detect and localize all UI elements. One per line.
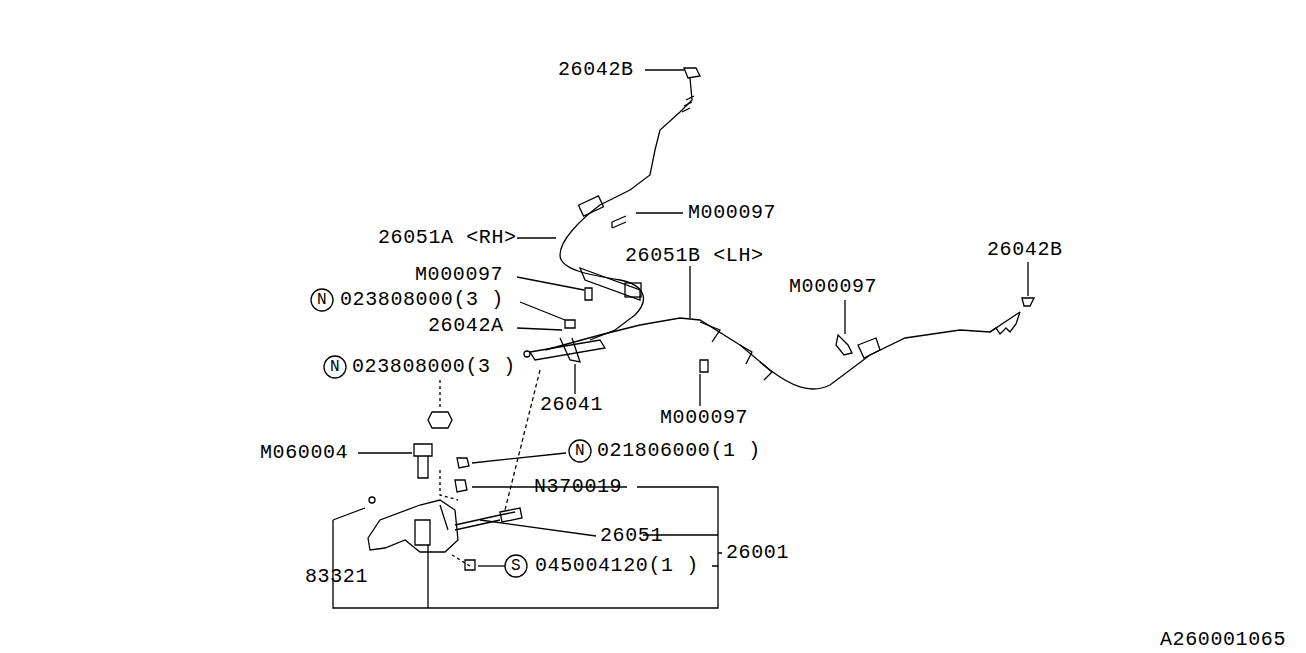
callout-number: M000097 <box>660 408 748 428</box>
circled-letter: N <box>575 443 585 459</box>
circled-letter: S <box>511 558 521 574</box>
callout-number: M000097 <box>789 277 877 297</box>
callout-number: 021806000(1 ) <box>597 441 761 461</box>
callout-number: 26042B <box>987 240 1063 260</box>
callout-number: N370019 <box>534 477 622 497</box>
callout-number: 26001 <box>726 543 789 563</box>
callout-number: 26051A <RH> <box>378 228 517 248</box>
callout-number: 26051B <LH> <box>625 246 764 266</box>
circled-letter: N <box>317 292 327 308</box>
callout-number: 26041 <box>540 395 603 415</box>
callout-number: 26042A <box>428 316 504 336</box>
callout-number: 045004120(1 ) <box>535 556 699 576</box>
callout-number: M000097 <box>688 203 776 223</box>
callout-number: 26042B <box>558 60 634 80</box>
callout-number: 023808000(3 ) <box>352 357 516 377</box>
callout-number: M060004 <box>260 443 348 463</box>
callout-number: 023808000(3 ) <box>340 290 504 310</box>
callout-number: A260001065 <box>1160 630 1286 650</box>
callout-number: 26051 <box>600 526 663 546</box>
callout-number: 83321 <box>305 567 368 587</box>
circled-letter: N <box>330 359 340 375</box>
callout-number: M000097 <box>415 265 503 285</box>
